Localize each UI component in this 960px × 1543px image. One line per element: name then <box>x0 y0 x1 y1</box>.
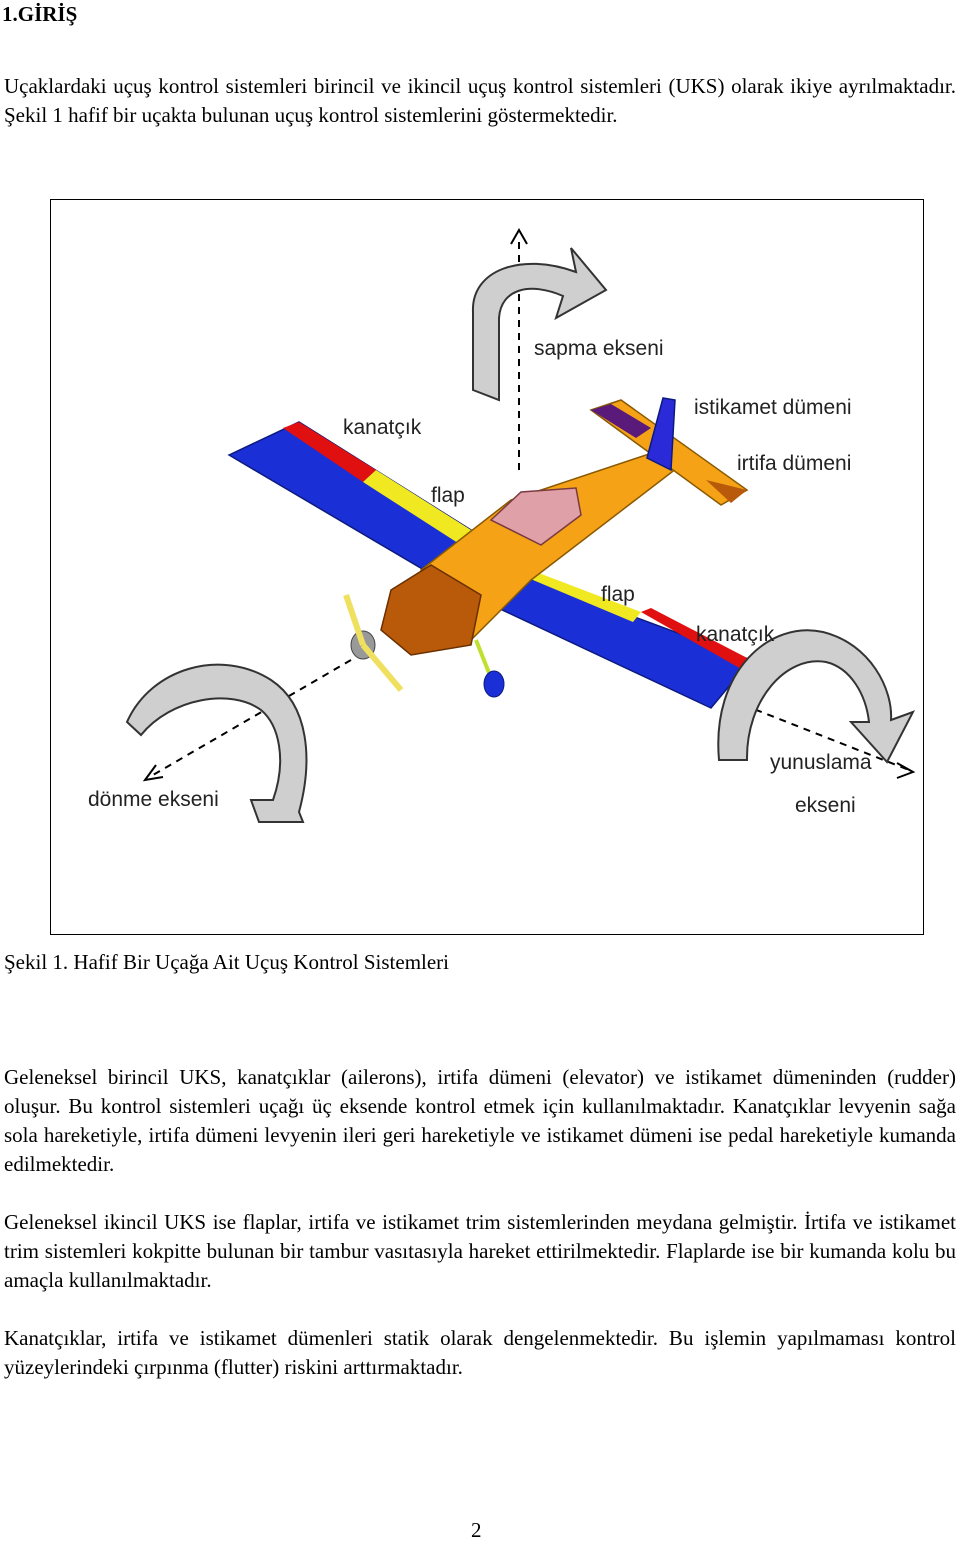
pitch-axis-line <box>730 699 910 771</box>
pitch-rotation-arrow <box>717 629 916 764</box>
propeller-blade <box>360 643 404 692</box>
aircraft-illustration <box>125 227 916 823</box>
roll-axis-arrowhead <box>142 764 164 782</box>
yaw-axis-label: sapma ekseni <box>534 337 664 360</box>
paragraph-balancing: Kanatçıklar, irtifa ve istikamet dümenle… <box>4 1326 956 1379</box>
wheel <box>483 670 505 698</box>
paragraph-secondary-controls: Geleneksel ikincil UKS ise flaplar, irti… <box>4 1210 956 1292</box>
pitch-axis-label-line2: ekseni <box>795 794 856 817</box>
right-aileron <box>641 608 751 670</box>
figure-caption: Şekil 1. Hafif Bir Uçağa Ait Uçuş Kontro… <box>4 950 450 974</box>
roll-axis-label: dönme ekseni <box>88 788 219 811</box>
propeller-blade <box>343 594 366 646</box>
tail-tip <box>591 404 651 438</box>
paragraph-primary-controls: Geleneksel birincil UKS, kanatçıklar (ai… <box>4 1065 956 1176</box>
page-number: 2 <box>471 1518 482 1542</box>
rudder-label: istikamet dümeni <box>694 396 852 419</box>
section-heading: 1.GİRİŞ <box>2 2 78 26</box>
right-flap <box>521 570 641 622</box>
engine-cowling <box>380 564 482 656</box>
aircraft-figure: sapma ekseni kanatçık flap istikamet düm… <box>50 199 924 935</box>
intro-paragraph: Uçaklardaki uçuş kontrol sistemleri biri… <box>4 74 956 127</box>
flap-label-right: flap <box>601 583 635 606</box>
landing-gear-strut <box>474 639 493 679</box>
vertical-stabilizer <box>646 397 676 472</box>
roll-rotation-arrow <box>125 663 308 823</box>
aileron-label-left: kanatçık <box>343 416 422 439</box>
yaw-axis-arrowhead <box>510 227 528 245</box>
pitch-axis-label-line1: yunuslama <box>770 751 872 774</box>
flap-label-left: flap <box>431 484 465 507</box>
elevator-surface <box>706 480 747 503</box>
elevator-label: irtifa dümeni <box>737 452 852 475</box>
canopy <box>489 487 582 546</box>
left-flap <box>363 470 471 545</box>
yaw-rotation-arrow <box>471 247 608 402</box>
left-aileron <box>283 422 376 482</box>
pitch-axis-arrowhead <box>896 762 916 779</box>
aileron-label-right: kanatçık <box>696 623 775 646</box>
